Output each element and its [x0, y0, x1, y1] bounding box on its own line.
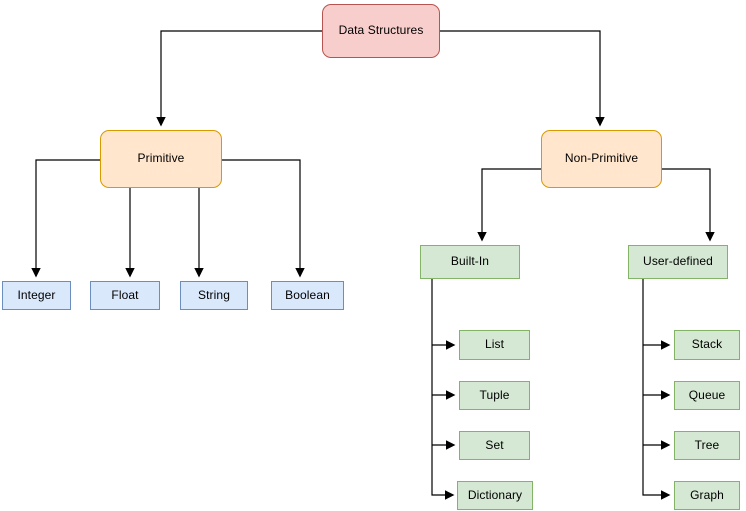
edge-non-primitive-built-in [477, 168, 541, 242]
node-primitive: Primitive [100, 130, 222, 188]
node-data-structures: Data Structures [322, 4, 440, 58]
edge-root-non-primitive [440, 30, 605, 127]
node-boolean: Boolean [271, 281, 344, 310]
node-graph: Graph [674, 481, 740, 510]
edge-primitive-integer [31, 159, 100, 278]
edge-primitive-boolean [222, 159, 305, 278]
node-non-primitive: Non-Primitive [541, 130, 662, 188]
node-user-defined: User-defined [628, 245, 728, 279]
node-integer: Integer [2, 281, 71, 310]
edge-user-defined-graph [642, 279, 671, 500]
edge-root-primitive [156, 30, 322, 127]
node-float: Float [90, 281, 160, 310]
node-set: Set [459, 431, 530, 460]
node-list: List [459, 330, 530, 360]
edge-built-in-dictionary [431, 279, 455, 500]
node-stack: Stack [674, 330, 740, 360]
node-built-in: Built-In [420, 245, 520, 279]
node-queue: Queue [674, 381, 740, 410]
node-tuple: Tuple [459, 381, 530, 410]
node-tree: Tree [674, 431, 740, 460]
node-dictionary: Dictionary [457, 481, 533, 510]
edge-non-primitive-user-defined [662, 168, 715, 242]
node-string: String [180, 281, 248, 310]
